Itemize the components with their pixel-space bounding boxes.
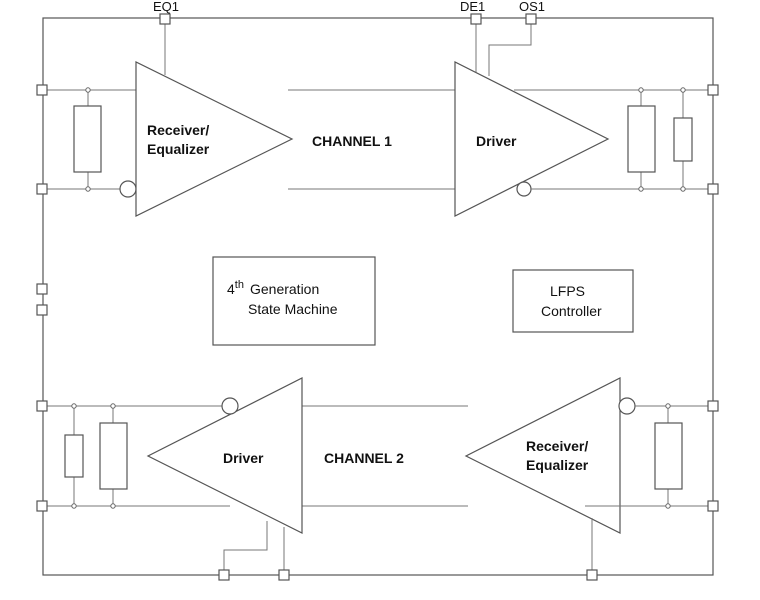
ch2-driver-triangle (146, 377, 303, 534)
state-machine-box (212, 256, 376, 346)
pad-ch1-left-bot (36, 183, 48, 195)
pad-left-mid-2 (36, 304, 48, 316)
ch1-driver-triangle (454, 61, 610, 217)
lfps-label-line1: LFPS (550, 283, 585, 299)
lfps-label-line2: Controller (541, 303, 602, 319)
pad-bottom-3 (586, 569, 598, 581)
ch1-driver-bubble (516, 181, 532, 197)
pad-eq1 (159, 13, 171, 25)
pad-bottom-2 (278, 569, 290, 581)
pin-label-os1: OS1 (519, 0, 545, 14)
ch1-driver-label: Driver (476, 133, 517, 149)
pin-label-de1: DE1 (460, 0, 485, 14)
ch1-receiver-triangle (135, 61, 294, 217)
pad-ch1-right-top (707, 84, 719, 96)
ch1-right-node-3 (680, 87, 686, 93)
pad-os1 (525, 13, 537, 25)
lfps-controller-box (512, 269, 634, 333)
ch2-driver-ctrl-wire-1 (223, 521, 268, 575)
ch1-right-node-2 (638, 186, 644, 192)
pad-de1 (470, 13, 482, 25)
ch2-driver-label: Driver (223, 450, 264, 466)
ch2-receiver-label-line2: Equalizer (526, 457, 589, 473)
chip-boundary (42, 17, 714, 576)
ch1-right-node-4 (680, 186, 686, 192)
os1-wire (488, 24, 532, 76)
ch2-left-node-1 (71, 403, 77, 409)
ch2-receiver-label-line1: Receiver/ (526, 438, 588, 454)
ch2-left-resistor-1 (64, 434, 84, 478)
ch2-receiver-bubble (618, 397, 636, 415)
pad-ch2-right-top (707, 400, 719, 412)
ch1-left-node-bot (85, 186, 91, 192)
ch2-left-node-3 (110, 403, 116, 409)
ch1-channel-label: CHANNEL 1 (312, 133, 392, 149)
pad-ch2-left-top (36, 400, 48, 412)
pad-ch1-right-bot (707, 183, 719, 195)
ch2-driver-bubble (221, 397, 239, 415)
ch2-channel-label: CHANNEL 2 (324, 450, 404, 466)
ch1-right-node-1 (638, 87, 644, 93)
ch1-right-resistor-1 (627, 105, 656, 173)
pad-left-mid-1 (36, 283, 48, 295)
ch1-right-resistor-2 (673, 117, 693, 162)
state-machine-label-line2: State Machine (248, 301, 338, 317)
pad-bottom-1 (218, 569, 230, 581)
pad-ch2-right-bot (707, 500, 719, 512)
ch2-right-node-2 (665, 503, 671, 509)
pin-label-eq1: EQ1 (153, 0, 179, 14)
ch1-left-resistor (73, 105, 102, 173)
ch2-right-resistor (654, 422, 683, 490)
ch2-left-node-2 (71, 503, 77, 509)
ch2-left-resistor-2 (99, 422, 128, 490)
ch2-left-node-4 (110, 503, 116, 509)
ch1-receiver-bubble (119, 180, 137, 198)
pad-ch1-left-top (36, 84, 48, 96)
ch1-left-node-top (85, 87, 91, 93)
pad-ch2-left-bot (36, 500, 48, 512)
ch1-receiver-label-line1: Receiver/ (147, 122, 209, 138)
ch2-receiver-triangle (464, 377, 621, 534)
ch1-receiver-label-line2: Equalizer (147, 141, 210, 157)
ch2-right-node-1 (665, 403, 671, 409)
